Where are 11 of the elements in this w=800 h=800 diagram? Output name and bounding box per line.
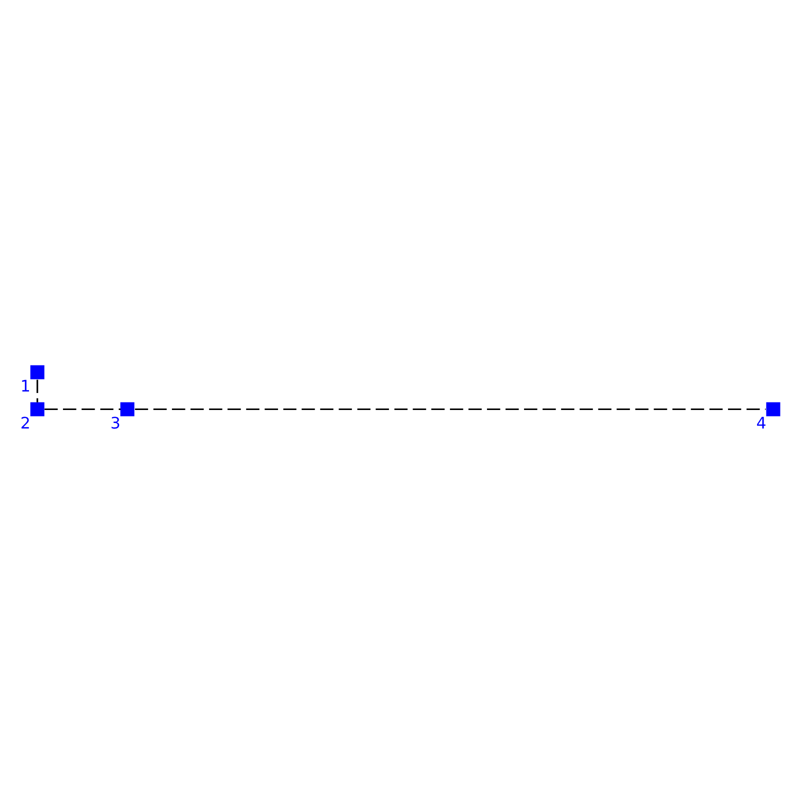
node-box [30, 365, 44, 380]
connector [44, 408, 121, 410]
node-box [766, 402, 780, 416]
connector [36, 380, 38, 402]
node-label: 1 [20, 376, 30, 396]
node-label: 3 [110, 414, 120, 433]
node-label: 2 [20, 414, 30, 433]
connector [134, 408, 766, 410]
node-box [120, 402, 134, 416]
node-label: 4 [756, 414, 766, 433]
node-box [30, 402, 44, 416]
